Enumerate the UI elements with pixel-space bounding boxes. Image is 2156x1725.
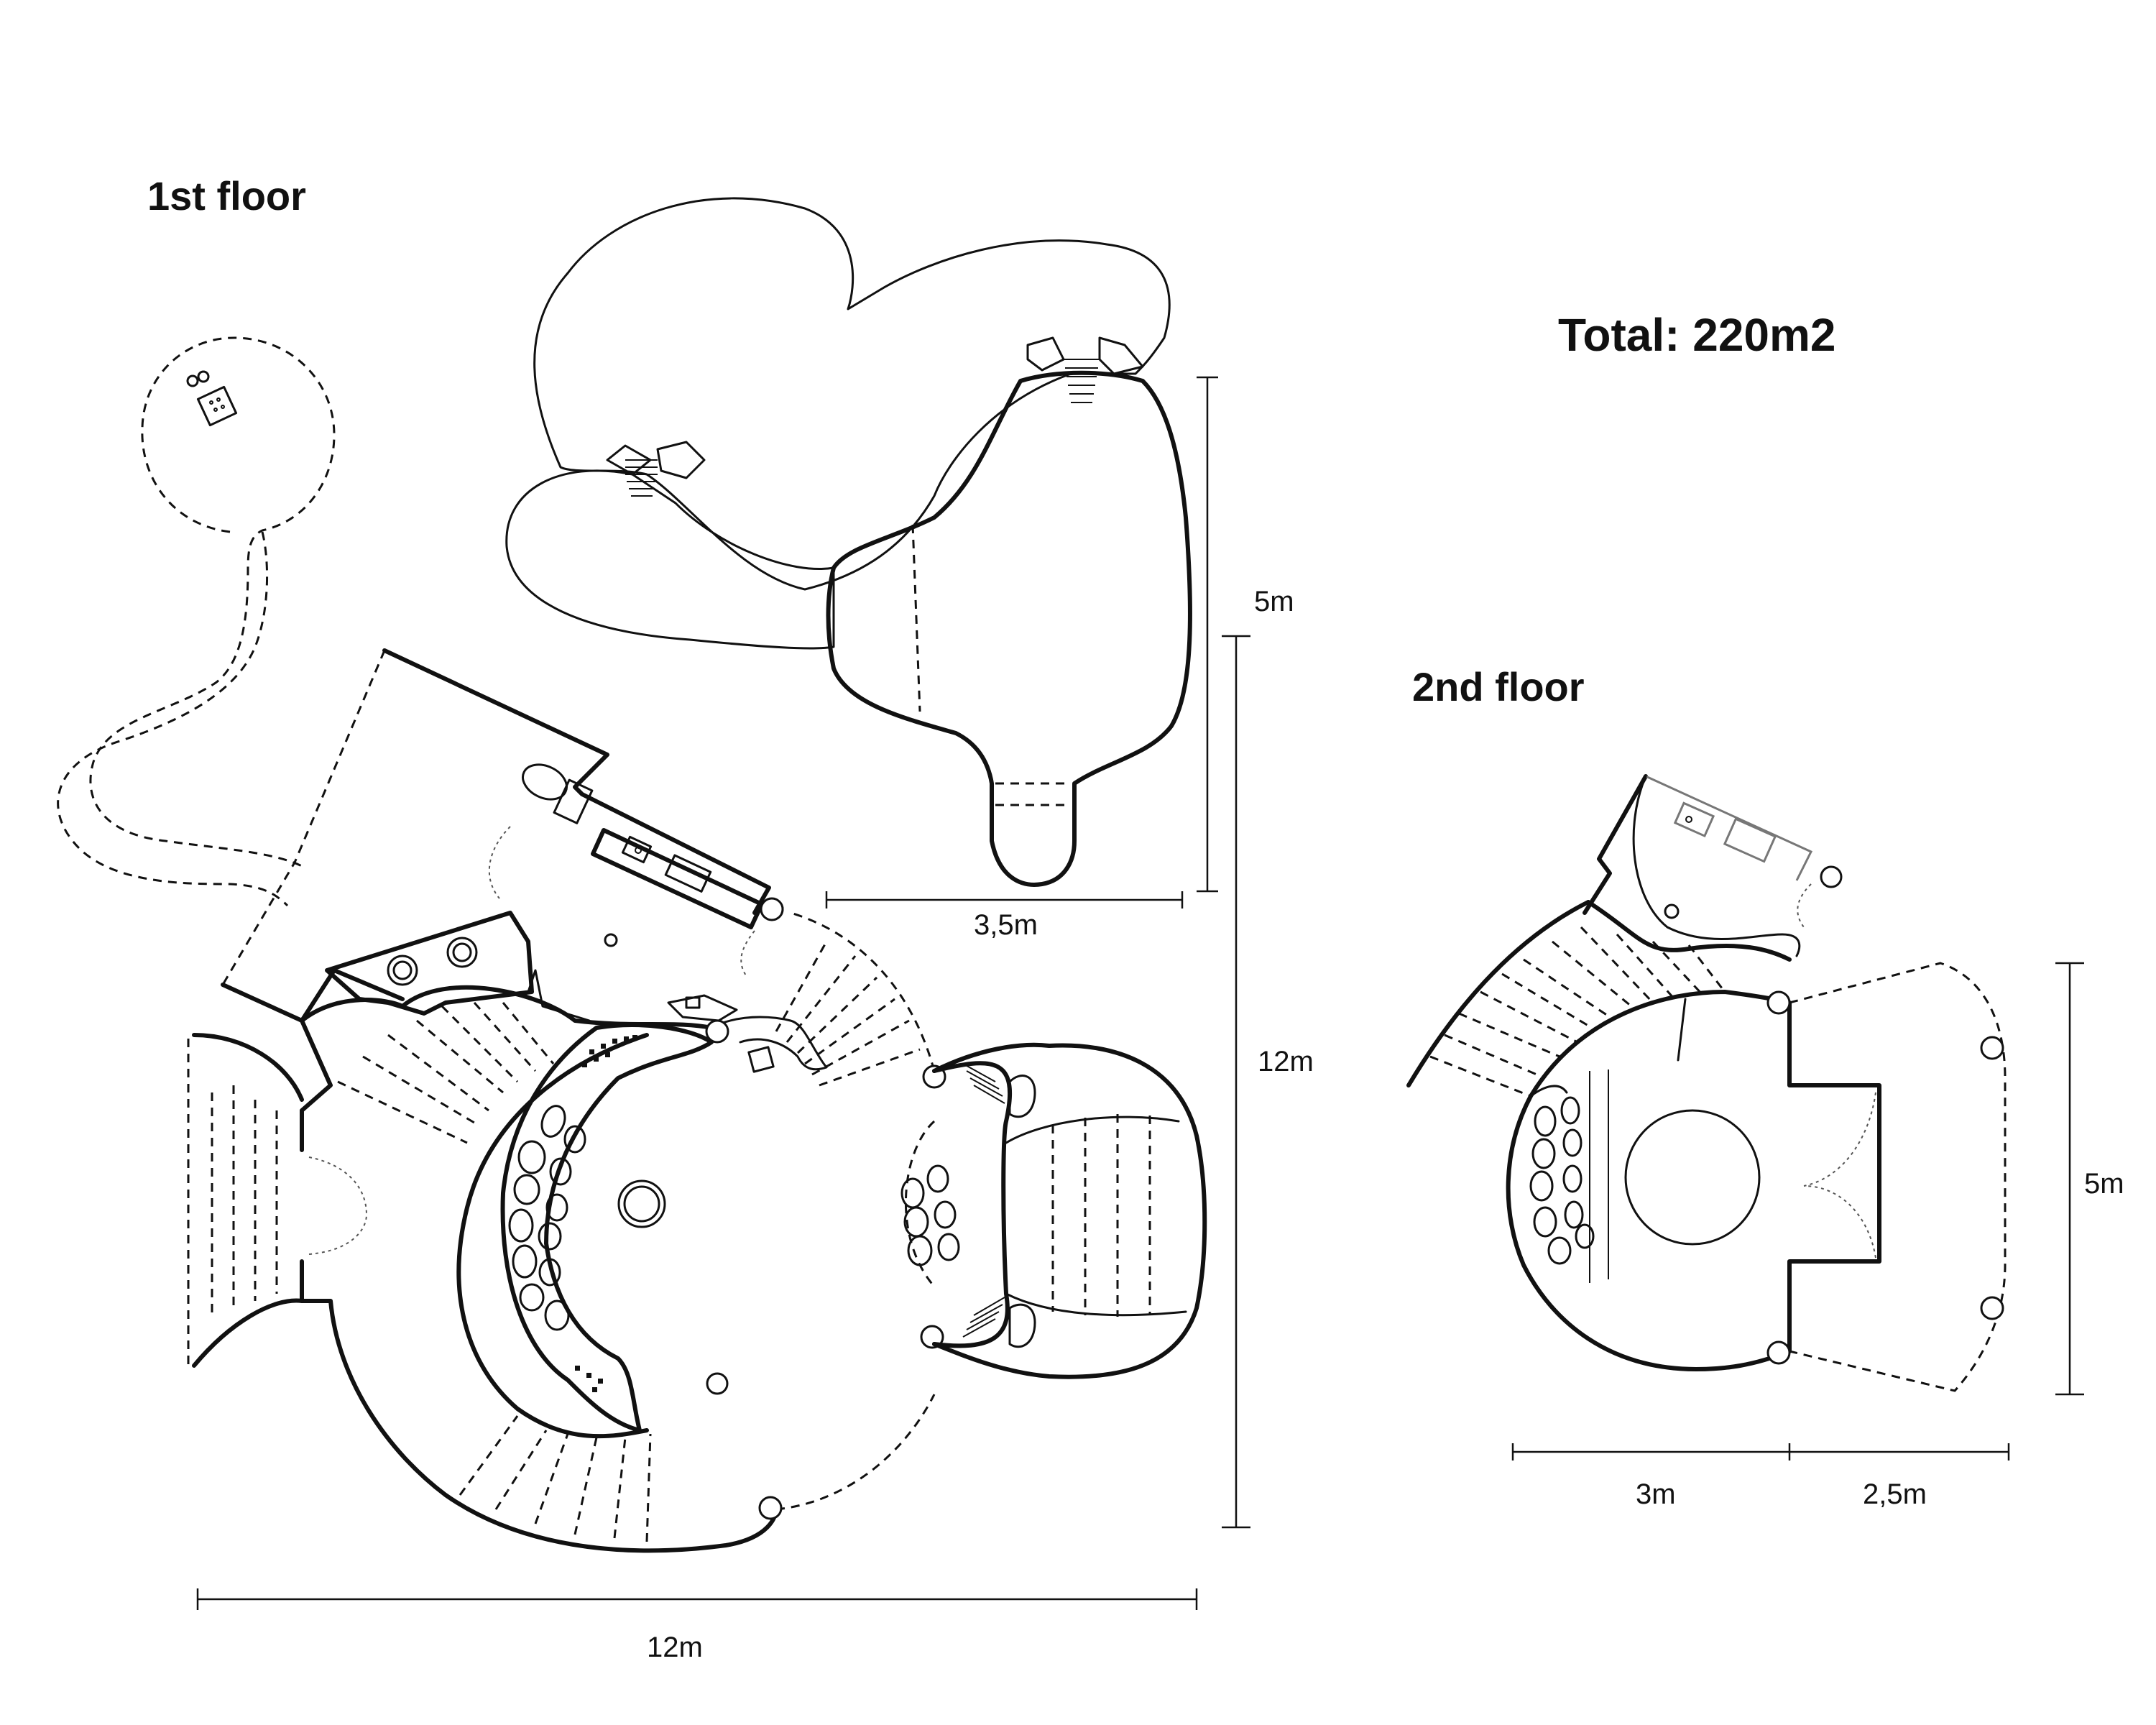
main-round-room [187,897,946,1553]
second-floor-outer-wall [1506,990,1881,1371]
counter-tab [527,969,591,1022]
second-floor-partition [1677,998,1687,1062]
right-room-inner-wall [932,1061,1012,1348]
dimension-second-floor-height [2055,962,2084,1396]
first-floor-height-label: 12m [1258,1046,1314,1077]
stair-treads-2nd [1429,926,1726,1098]
second-floor-terrace [1789,962,2007,1392]
stair-outer-wall [1406,900,1590,1087]
entry-upper-curve [192,1033,304,1102]
wing-lower-wall [221,968,405,1023]
right-pillow-bottom [1008,1303,1036,1348]
right-bench-curves [1005,1116,1187,1317]
main-inner-curved-wall [456,1033,649,1439]
shower-icon [186,370,238,427]
wing-outer-wall [382,648,771,915]
pod-height-label: 5m [1254,586,1294,617]
top-shelf-item [667,994,738,1022]
sofa-dots [575,1035,637,1392]
second-floor-width-b-label: 2,5m [1863,1478,1927,1510]
main-dashed-perimeter [775,911,936,1511]
post-terrace-bottom [1980,1296,2004,1320]
post-2nd-top [1766,990,1791,1015]
round-table-inner [623,1185,660,1223]
stair-treads-upper [337,1001,555,1144]
right-seating-room [900,1042,1207,1379]
side-table-square [747,1046,775,1073]
dimension-first-floor-height [1222,635,1250,1529]
pillow-left [606,441,706,497]
second-floor-title: 2nd floor [1412,664,1585,709]
second-floor-height-label: 5m [2084,1168,2124,1200]
curved-sofa [500,1023,714,1432]
dimension-pod-height [1197,376,1218,893]
right-pillow-top [1008,1075,1036,1118]
entry-steps [211,1085,278,1319]
post-bottom [758,1496,783,1520]
post-top [705,1019,729,1044]
right-hatch-bottom [962,1297,1005,1338]
floor-dot-lower [706,1372,729,1395]
total-area-label: Total: 220m2 [1558,309,1836,361]
path-inner-edge [57,531,289,907]
top-shelf-square [685,996,701,1009]
pod-main-shell [826,370,1192,887]
post-right-lower [920,1325,944,1349]
pod-back-cushion-left [533,197,1171,591]
entry-door-swings [308,1156,367,1255]
outdoor-path [57,336,336,907]
bench-top-cap [1529,1085,1568,1098]
right-hatch-top [962,1063,1005,1104]
round-pad-outline [89,336,336,868]
post-terrace-top [1980,1036,2004,1060]
upper-block-appliances [1673,801,1777,863]
pod-back-cushion-lower [505,469,835,650]
second-floor-width-a-label: 3m [1636,1478,1676,1510]
sofa-cushions [508,1105,586,1331]
stair-inner-rail [1586,900,1792,962]
upper-block-door-swing [1797,883,1812,928]
first-floor-title: 1st floor [147,173,306,218]
right-bench-slats [1051,1114,1151,1317]
stair-treads-lower [459,1415,652,1542]
second-floor [1406,774,2007,1392]
bathroom-wing [221,648,784,1023]
stair-treads-right [775,941,921,1087]
entry-lower-curve [192,1298,304,1368]
right-room-outer [932,1042,1207,1379]
drain-dot [604,933,618,947]
pod-width-label: 3,5m [974,909,1038,941]
kitchen-door-swing [740,930,755,978]
dimension-pod-width [825,891,1184,908]
first-floor-width-label: 12m [647,1632,703,1663]
vanity-counter [591,828,764,929]
upper-block-wall [1583,774,1648,915]
post-kitchen [760,897,784,921]
upper-pod [505,197,1192,887]
bathroom-door-swing [488,826,511,899]
upper-block-dot [1664,903,1680,919]
pod-inner-dashed-edge [911,524,921,712]
wing-dashed-wall [221,650,386,985]
upper-block-counter-edge [1645,775,1813,881]
right-cushions [900,1164,960,1266]
toilet-icon [522,763,594,824]
upper-block-post [1820,865,1843,888]
upper-block-inner [1632,775,1801,957]
dimension-first-floor-width [196,1588,1198,1610]
second-floor-inner-circle [1624,1109,1761,1246]
second-floor-cushions [1529,1096,1595,1265]
terrace-door-swings [1803,1092,1876,1259]
pillow-right [1026,336,1144,403]
post-2nd-bottom [1766,1340,1791,1365]
round-table-outer [617,1179,666,1228]
side-counter [717,1016,828,1071]
dimension-second-floor-width [1511,1443,2010,1460]
